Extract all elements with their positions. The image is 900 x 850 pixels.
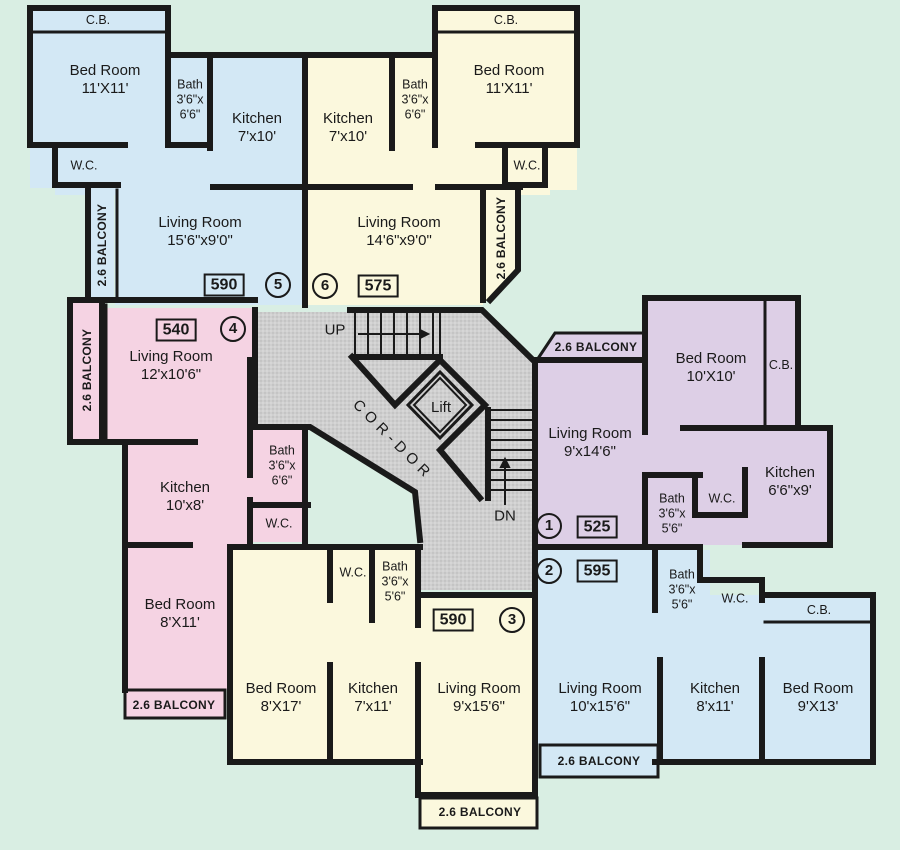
unit-1-number: 1 bbox=[536, 513, 562, 539]
unit-2-wc-label: W.C. bbox=[721, 591, 749, 606]
unit-2 bbox=[535, 550, 873, 777]
unit-6-number: 6 bbox=[312, 273, 338, 299]
unit-1-balcony-label: 2.6 BALCONY bbox=[554, 340, 638, 354]
unit-5-balcony-label: 2.6 BALCONY bbox=[95, 203, 109, 287]
stairs-down bbox=[490, 409, 533, 505]
unit-4-number: 4 bbox=[220, 316, 246, 342]
unit-5-number: 5 bbox=[265, 272, 291, 298]
walls bbox=[27, 5, 876, 830]
stairs-up bbox=[354, 312, 441, 357]
unit-3-wc-label: W.C. bbox=[339, 565, 367, 580]
unit-3-balcony-label: 2.6 BALCONY bbox=[438, 805, 522, 819]
unit-2-balcony-label: 2.6 BALCONY bbox=[557, 754, 641, 768]
unit-4-area-badge: 540 bbox=[155, 318, 197, 342]
unit-3 bbox=[230, 547, 537, 828]
unit-1-cb-label: C.B. bbox=[768, 358, 794, 372]
stairs-down-label: DN bbox=[494, 507, 516, 525]
unit-2-area-badge: 595 bbox=[576, 559, 618, 583]
unit-4-balcony-label: 2.6 BALCONY bbox=[80, 328, 94, 412]
lift-label: Lift bbox=[430, 399, 452, 416]
unit-3-number: 3 bbox=[499, 607, 525, 633]
unit-6-cb-label: C.B. bbox=[493, 13, 519, 27]
unit-2-cb-label: C.B. bbox=[806, 603, 832, 617]
unit-2-number: 2 bbox=[536, 558, 562, 584]
unit-1 bbox=[535, 298, 830, 545]
unit-6-wc-label: W.C. bbox=[513, 158, 541, 173]
unit-5-wc-label: W.C. bbox=[70, 158, 98, 173]
unit-1-area-badge: 525 bbox=[576, 515, 618, 539]
unit-1-wc-label: W.C. bbox=[708, 491, 736, 506]
unit-3-area-badge: 590 bbox=[432, 608, 474, 632]
unit-4-balcony-bottom-label: 2.6 BALCONY bbox=[132, 698, 216, 712]
unit-6-balcony-label: 2.6 BALCONY bbox=[494, 196, 508, 280]
stairs-up-label: UP bbox=[324, 321, 346, 339]
unit-5-cb-label: C.B. bbox=[85, 13, 111, 27]
unit-5-area-badge: 590 bbox=[203, 273, 245, 297]
unit-6-area-badge: 575 bbox=[357, 274, 399, 298]
unit-4-wc-label: W.C. bbox=[265, 516, 293, 531]
